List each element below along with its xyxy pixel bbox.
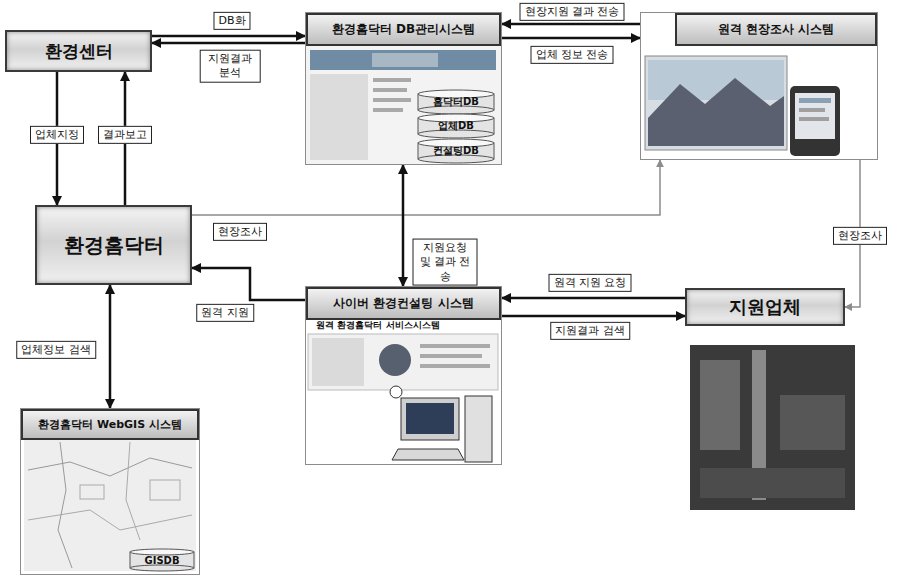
service-text-line [420, 354, 482, 358]
system-title: 사이버 환경컨설팅 시스템 [306, 287, 501, 320]
pda-screen-line [799, 98, 831, 103]
flow-arrow [502, 315, 685, 318]
screenshot-text-line [373, 78, 411, 82]
company-photo [690, 345, 855, 510]
service-text-line [420, 344, 490, 348]
database-cylinder [130, 549, 194, 555]
screenshot-ground [306, 46, 501, 164]
screenshot-menu [310, 74, 368, 160]
gis-map-road [126, 442, 140, 540]
pda-device [790, 86, 840, 156]
survey-mountains [648, 78, 784, 146]
computer-monitor [401, 398, 459, 440]
pda-screen-line [799, 117, 829, 121]
flow-arrow [402, 165, 405, 286]
database-cylinder [418, 155, 494, 163]
database-name: 업체DB [438, 119, 474, 133]
flow-arrow [152, 42, 305, 45]
computer-keyboard [392, 449, 464, 460]
survey-system-panel: 원격 현장조사 시스템 [640, 12, 878, 160]
database-name: 컨설팅DB [433, 144, 479, 158]
survey-sky [648, 60, 784, 100]
database-name: GISDB [144, 555, 179, 566]
company-photo-shape [700, 360, 740, 450]
gis-map-block [150, 480, 180, 500]
flow-arrow [192, 268, 305, 300]
edge-label: 지원결과 분석 [200, 50, 261, 83]
entity-name: 환경홈닥터 [64, 232, 164, 259]
gis-map-road [28, 458, 192, 476]
system-title: 원격 현장조사 시스템 [675, 13, 877, 46]
screenshot-text-line [373, 88, 407, 92]
edge-label: 원격 지원 [196, 304, 254, 322]
flow-arrow [109, 285, 112, 408]
gis-map [24, 440, 196, 571]
edge-label: 업체 정보 전송 [531, 46, 614, 64]
service-text-line [420, 364, 490, 368]
db-system-panel: 환경홈닥터 DB관리시스템 [305, 12, 502, 165]
system-title: 환경홈닥터 DB관리시스템 [306, 13, 501, 46]
edge-label: 현장조사 [213, 223, 267, 241]
computer-screen [406, 403, 454, 434]
computer-tower [465, 396, 492, 462]
home-doctor-box: 환경홈닥터 [35, 205, 192, 285]
screenshot-map-image [372, 53, 438, 67]
edge-label: 지원요청 및 결과 전송 [413, 239, 478, 286]
service-screenshot [308, 334, 498, 390]
database-name: 홈닥터DB [433, 95, 479, 109]
edge-label: 원격 지원 요청 [549, 274, 632, 292]
pda-screen [795, 93, 835, 139]
entity-name: 환경센터 [45, 40, 113, 63]
database-cylinder [130, 565, 194, 571]
company-photo-shape [700, 468, 845, 498]
screenshot-banner [310, 50, 496, 70]
database-cylinder [418, 130, 494, 138]
system-title: 환경홈닥터 WebGIS 시스템 [21, 409, 199, 440]
edge-label: 결과보고 [98, 126, 152, 144]
survey-screenshot [645, 56, 787, 150]
edge-label: DB화 [213, 12, 250, 30]
flow-arrow [502, 297, 685, 300]
service-menu [312, 338, 364, 386]
screenshot-title: 원격 환경홈닥터 서비스시스템 [316, 319, 439, 332]
edge-label: 현장조사 [833, 227, 887, 245]
edge-label: 업체지정 [30, 126, 84, 144]
consulting-system-panel: 사이버 환경컨설팅 시스템 [305, 286, 502, 465]
company-photo-shape [780, 395, 845, 450]
screenshot-text-line [373, 108, 403, 112]
edge-label: 업체정보 검색 [16, 341, 96, 359]
gis-map-road [28, 510, 192, 530]
flow-arrow [502, 23, 640, 26]
gis-map-road [58, 442, 72, 568]
edge-label: 현장지원 결과 전송 [520, 3, 625, 21]
edge-label: 지원결과 검색 [550, 322, 630, 340]
center-box: 환경센터 [5, 30, 152, 72]
webgis-system-panel: 환경홈닥터 WebGIS 시스템 [20, 408, 200, 575]
screenshot-text-line [373, 98, 411, 102]
flow-arrow [152, 35, 305, 38]
survey-connector [192, 160, 660, 215]
gis-map-block [80, 485, 104, 499]
database-cylinder [418, 106, 494, 114]
flow-arrow [502, 37, 640, 40]
service-globe [379, 344, 411, 376]
user-icon [390, 386, 402, 398]
company-box: 지원업체 [685, 288, 845, 326]
entity-name: 지원업체 [729, 295, 801, 319]
pda-screen-line [799, 108, 825, 112]
